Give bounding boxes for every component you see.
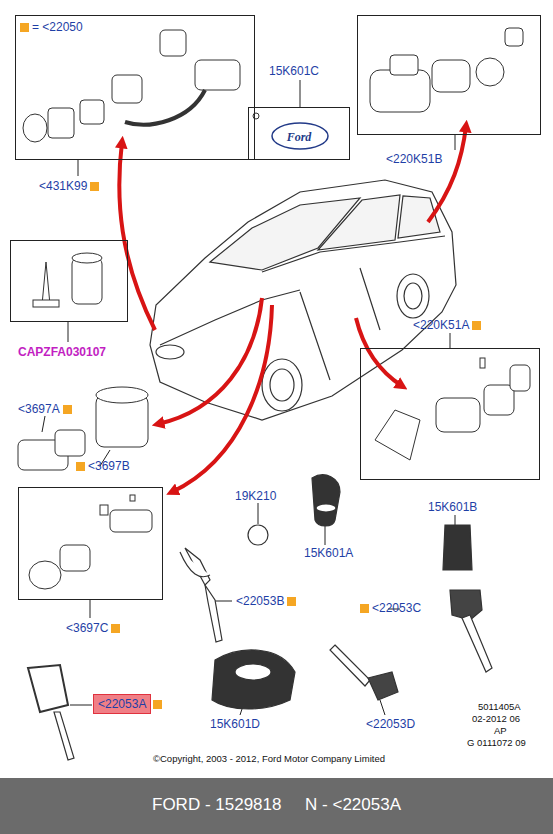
legend-text: = <22050 bbox=[32, 20, 83, 34]
marker-square bbox=[472, 321, 481, 330]
label-row: <3697C bbox=[66, 621, 120, 635]
note-text: AP bbox=[494, 725, 507, 736]
label-row: 15K601C bbox=[269, 64, 319, 78]
label-row: ©Copyright, 2003 - 2012, Ford Motor Comp… bbox=[153, 753, 385, 764]
marker-square bbox=[360, 604, 369, 613]
parts-panel: CAPZFA030107 bbox=[10, 240, 128, 322]
logo-text: Ford bbox=[249, 130, 349, 144]
parts-panel: <3697C bbox=[18, 487, 163, 600]
label-row: AP bbox=[494, 725, 507, 736]
label-row: <22053C bbox=[360, 601, 421, 615]
part-number: <431K99 bbox=[39, 179, 87, 193]
label-row: <22053A bbox=[94, 695, 162, 713]
note-text: ©Copyright, 2003 - 2012, Ford Motor Comp… bbox=[153, 753, 385, 764]
note-text: 02-2012 06 bbox=[472, 713, 520, 724]
label-row: CAPZFA030107 bbox=[18, 345, 106, 359]
label-row: 15K601B bbox=[428, 500, 477, 514]
label-row: <3697A bbox=[18, 402, 72, 416]
label-row: 19K210 bbox=[235, 489, 276, 503]
label-row: <220K51B bbox=[386, 152, 442, 166]
part-number: <22053A bbox=[94, 695, 150, 713]
label-row: 15K601D bbox=[210, 717, 260, 731]
marker-square bbox=[153, 700, 162, 709]
parts-panel: <220K51B bbox=[357, 15, 541, 135]
label-row: <3697B bbox=[76, 459, 130, 473]
label-row: <22053B bbox=[236, 594, 296, 608]
part-number: <220K51B bbox=[386, 152, 442, 166]
label-row: G 0111072 09 bbox=[467, 737, 526, 748]
part-number: 15K601B bbox=[428, 500, 477, 514]
part-number: 15K601C bbox=[269, 64, 319, 78]
marker-square bbox=[90, 182, 99, 191]
parts-panel: <220K51A bbox=[360, 348, 540, 480]
part-number: <3697C bbox=[66, 621, 108, 635]
part-number: 15K601D bbox=[210, 717, 260, 731]
marker-square bbox=[63, 405, 72, 414]
part-number: <3697A bbox=[18, 402, 60, 416]
label-row: 5011405A bbox=[478, 701, 521, 712]
label-row: <431K99 bbox=[39, 179, 99, 193]
label-row: <22053D bbox=[366, 717, 415, 731]
marker-square bbox=[287, 597, 296, 606]
part-number: <3697B bbox=[88, 459, 130, 473]
part-number: 15K601A bbox=[304, 546, 353, 560]
caption-text: FORD - 1529818 N - <22053A bbox=[0, 795, 553, 815]
part-number: <22053B bbox=[236, 594, 284, 608]
label-row: 15K601A bbox=[304, 546, 353, 560]
part-number: 19K210 bbox=[235, 489, 276, 503]
label-row: <220K51A bbox=[413, 318, 481, 332]
note-text: G 0111072 09 bbox=[467, 737, 526, 748]
parts-panel: 15K601CFord bbox=[248, 107, 350, 160]
legend-row: = <22050 bbox=[20, 20, 83, 34]
parts-panel: <431K99 bbox=[15, 15, 255, 160]
marker-square bbox=[76, 462, 85, 471]
part-number: <220K51A bbox=[413, 318, 469, 332]
label-row: 02-2012 06 bbox=[472, 713, 520, 724]
note-text: 5011405A bbox=[478, 701, 521, 712]
legend-swatch bbox=[20, 23, 29, 32]
part-number: <22053D bbox=[366, 717, 415, 731]
part-number: <22053C bbox=[372, 601, 421, 615]
marker-square bbox=[111, 624, 120, 633]
part-number: CAPZFA030107 bbox=[18, 345, 106, 359]
